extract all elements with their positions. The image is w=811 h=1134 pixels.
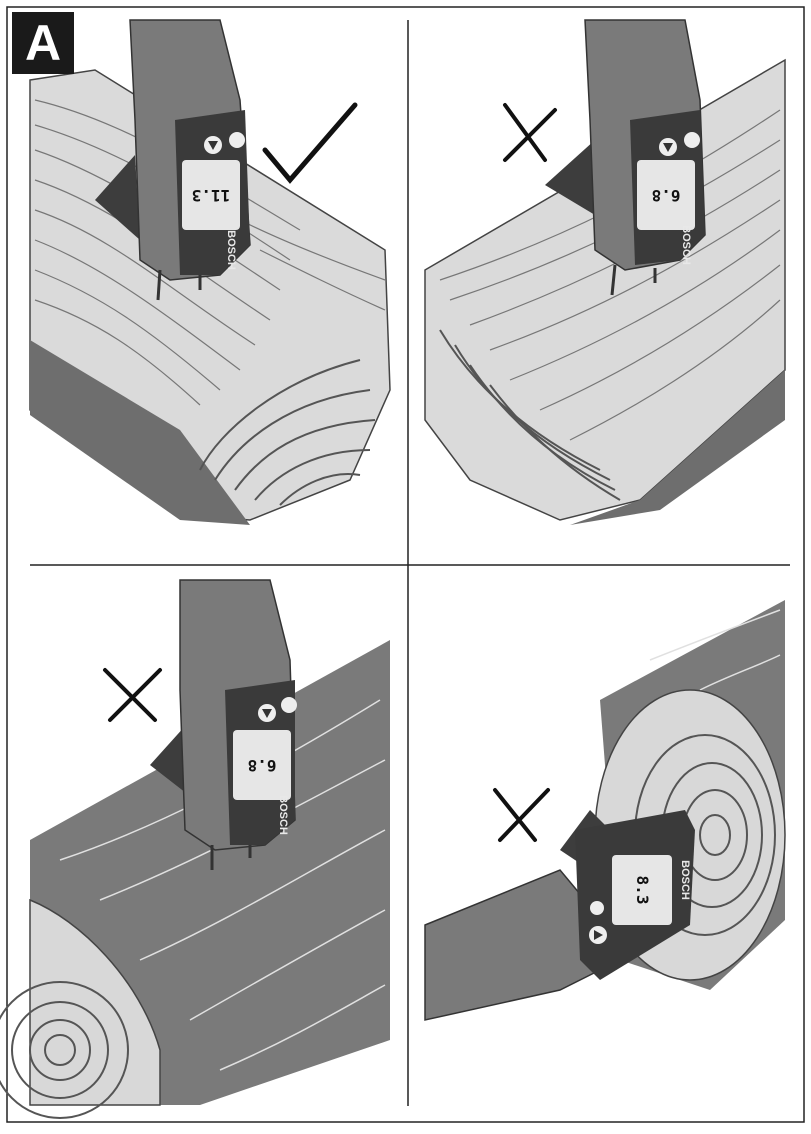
figure-label: A bbox=[12, 12, 74, 74]
brand-logo: BOSCH bbox=[680, 225, 692, 265]
brand-logo: BOSCH bbox=[679, 860, 691, 900]
panel-bottom-left: 6.8 BOSCH bbox=[0, 580, 390, 1118]
panel-top-left: 11.3 BOSCH bbox=[30, 20, 390, 525]
electrode-pin bbox=[158, 270, 160, 300]
cross-mark-icon bbox=[105, 670, 160, 720]
moisture-meter-device: 8.3 BOSCH bbox=[425, 810, 695, 1020]
mode-button-icon bbox=[590, 901, 604, 915]
lcd-reading: 6.8 bbox=[652, 186, 681, 205]
brand-logo: BOSCH bbox=[277, 795, 289, 835]
cross-mark-icon bbox=[505, 105, 555, 160]
cross-mark-icon bbox=[495, 790, 548, 840]
panel-top-right: 6.8 BOSCH bbox=[425, 20, 785, 525]
checkmark-icon bbox=[265, 105, 355, 180]
mode-button-icon bbox=[229, 132, 245, 148]
lcd-reading: 6.8 bbox=[248, 756, 277, 775]
panel-bottom-right: 8.3 BOSCH bbox=[425, 600, 785, 1020]
brand-logo: BOSCH bbox=[225, 230, 237, 270]
mode-button-icon bbox=[684, 132, 700, 148]
lcd-reading: 8.3 bbox=[633, 876, 652, 905]
mode-button-icon bbox=[281, 697, 297, 713]
lcd-reading: 11.3 bbox=[192, 186, 231, 205]
